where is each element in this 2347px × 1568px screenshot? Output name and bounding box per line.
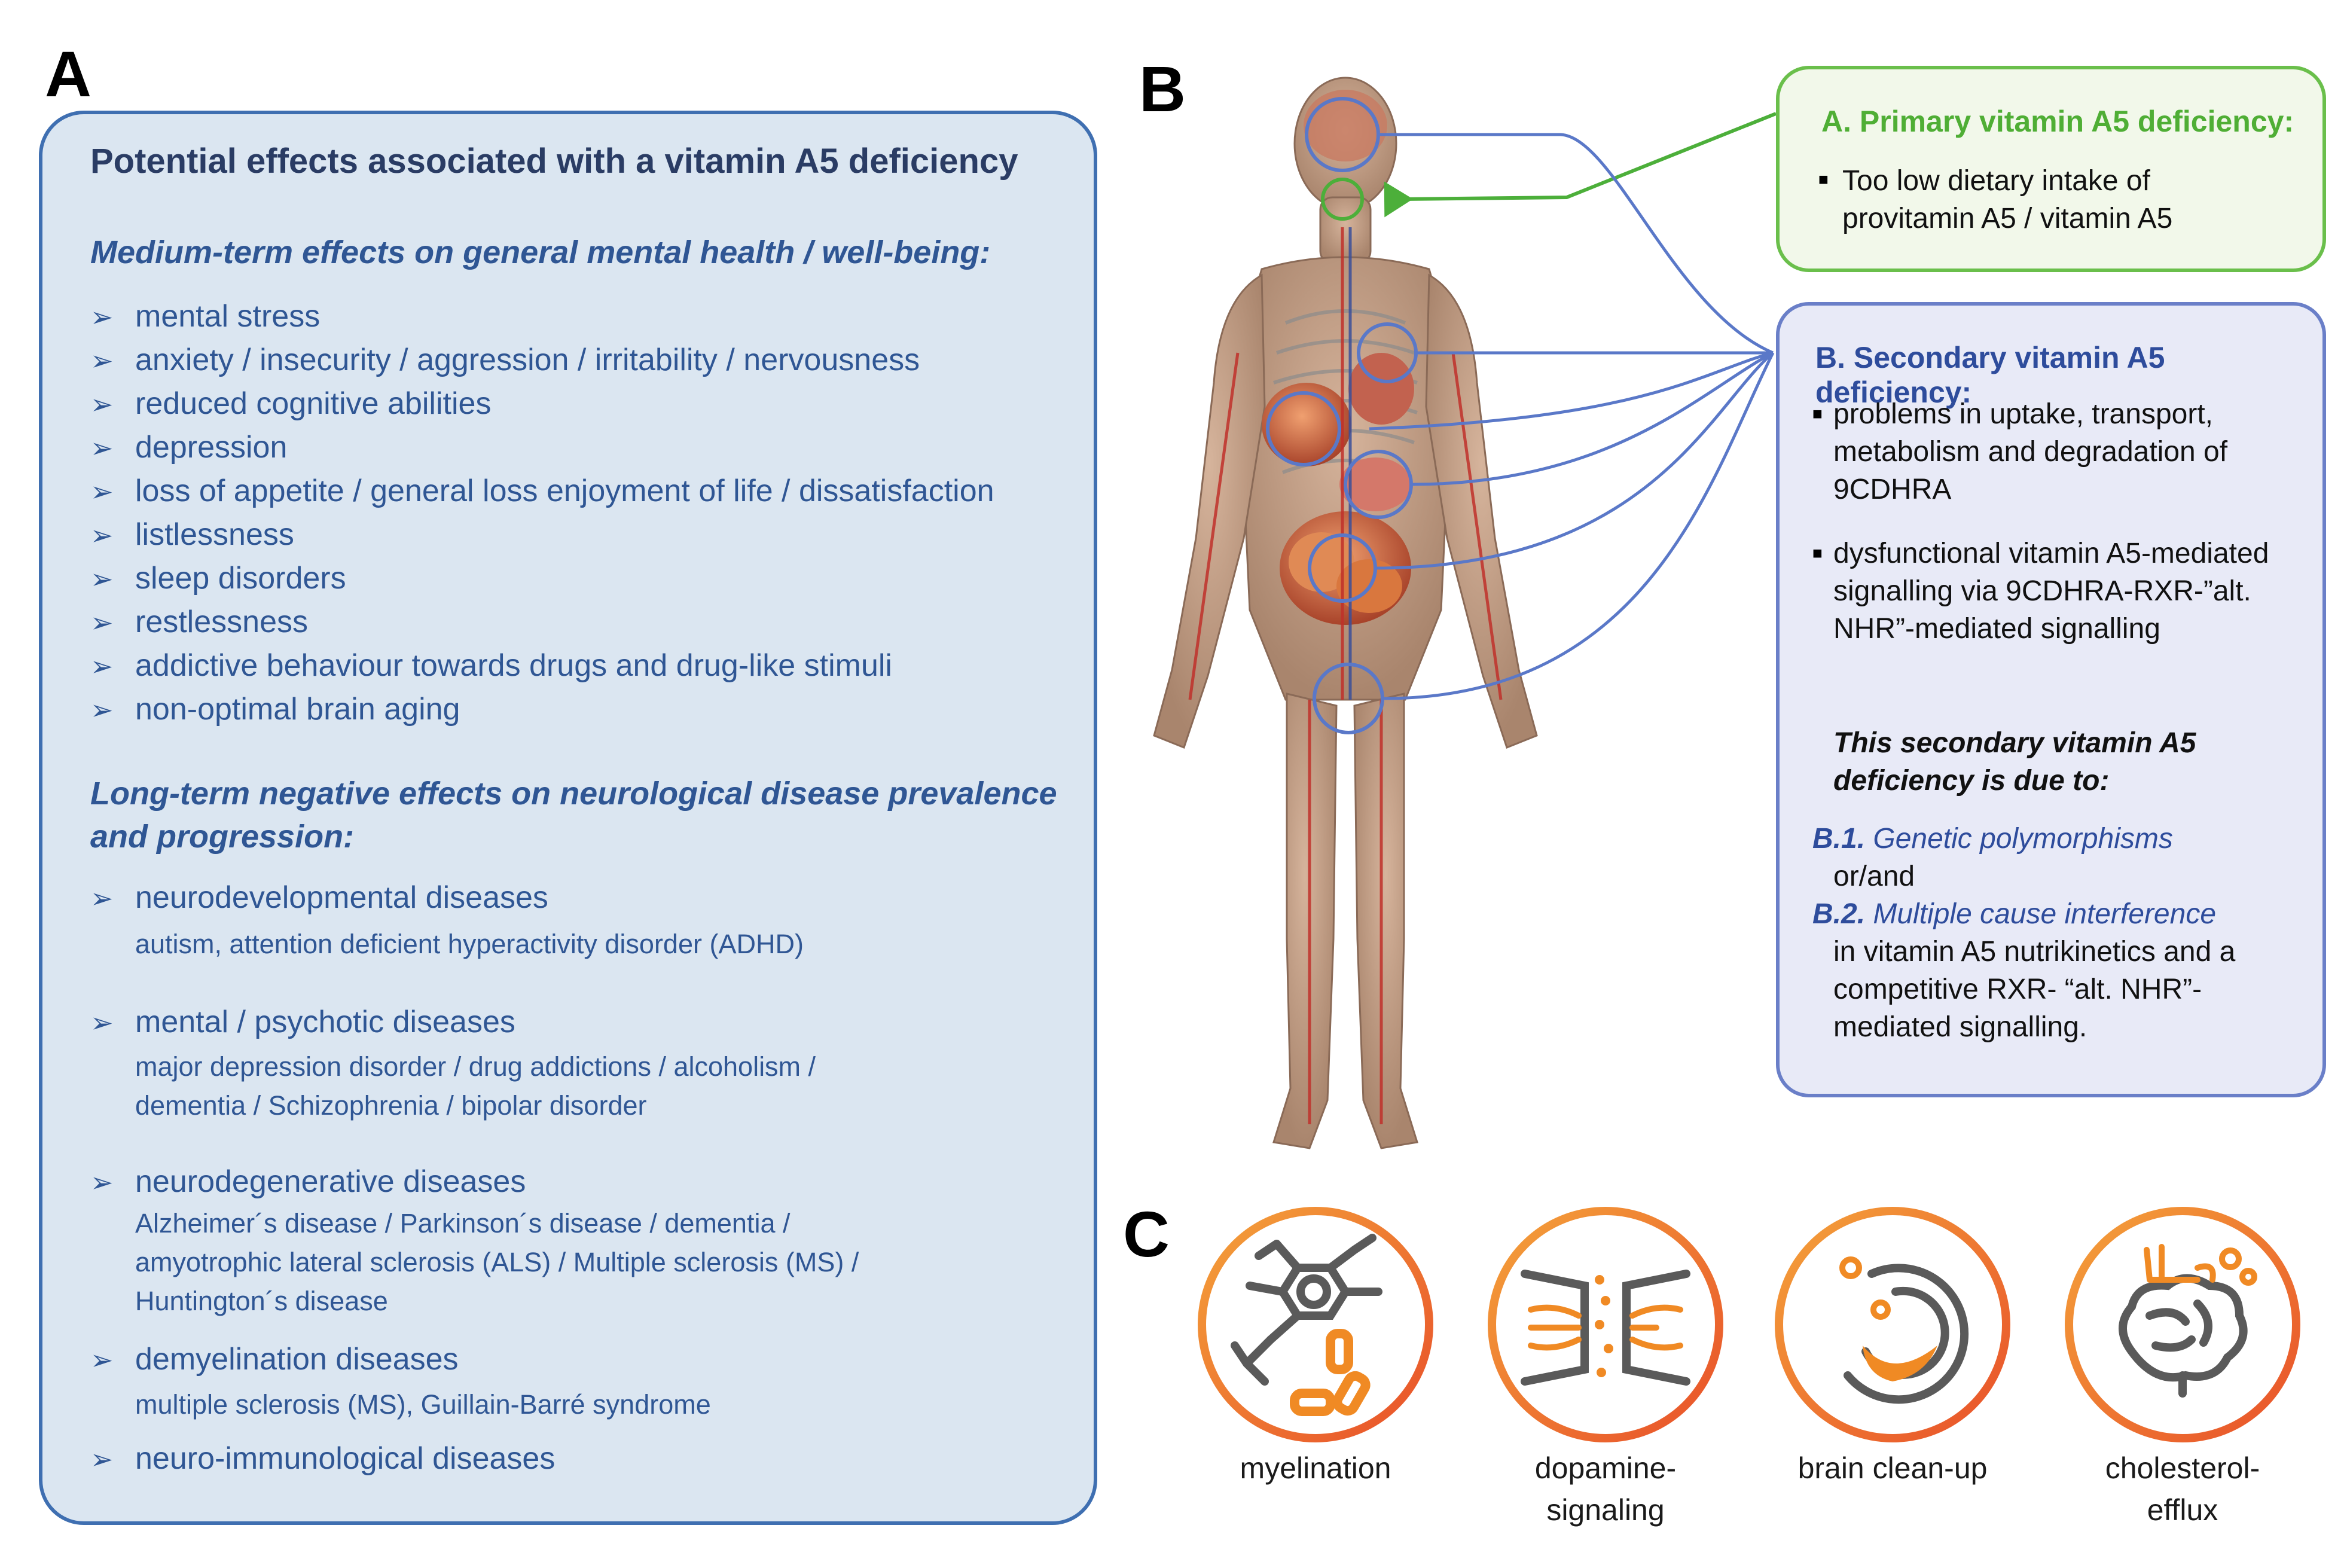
icon-label-cholesterol: cholesterol-efflux xyxy=(2105,1451,2260,1527)
arrow-bullet-icon: ➢ xyxy=(90,607,114,638)
medium-item: ➢mental stress xyxy=(90,299,321,334)
icon-label-myelination: myelination xyxy=(1240,1451,1391,1485)
secondary-item-2: dysfunctional vitamin A5-mediated signal… xyxy=(1833,538,2269,645)
arrow-bullet-icon: ➢ xyxy=(90,1344,114,1375)
human-body-illustration xyxy=(1153,77,1538,1149)
long-item-detail: major depression disorder / drug addicti… xyxy=(135,1051,816,1121)
long-item-detail: multiple sclerosis (MS), Guillain-Barré … xyxy=(135,1389,711,1420)
long-item-detail: Alzheimer´s disease / Parkinson´s diseas… xyxy=(135,1208,859,1316)
long-item-detail: autism, attention deficient hyperactivit… xyxy=(135,929,804,959)
long-item: ➢neurodegenerative diseases xyxy=(90,1164,526,1199)
arrow-bullet-icon: ➢ xyxy=(90,694,114,725)
arrow-bullet-icon: ➢ xyxy=(90,520,114,551)
secondary-deficiency-title: B. Secondary vitamin A5 deficiency: xyxy=(1815,341,2165,409)
cause-list: B.1. Genetic polymorphisms or/and B.2. M… xyxy=(1812,823,2236,1043)
panel-a-title: Potential effects associated with a vita… xyxy=(90,142,1018,181)
medium-item: ➢reduced cognitive abilities xyxy=(90,386,492,421)
primary-deficiency-item: Too low dietary intake of provitamin A5 … xyxy=(1842,165,2173,234)
primary-deficiency-box: A. Primary vitamin A5 deficiency: ■ Too … xyxy=(1776,66,2326,272)
b2-label: B.2. xyxy=(1812,898,1866,930)
square-bullet-icon: ■ xyxy=(1818,170,1829,188)
secondary-deficiency-box: B. Secondary vitamin A5 deficiency: ■ pr… xyxy=(1776,302,2326,1097)
panel-a-box: Potential effects associated with a vita… xyxy=(39,111,1097,1525)
panel-b-label: B xyxy=(1139,53,1186,125)
icon-label-dopamine: dopamine-signaling xyxy=(1534,1451,1677,1527)
blood-vessels xyxy=(1188,227,1503,1124)
square-bullet-icon: ■ xyxy=(1812,544,1823,562)
myelination-icon xyxy=(1198,1207,1433,1442)
due-to-heading: This secondary vitamin A5 deficiency is … xyxy=(1833,727,2196,797)
brain-clean-up-icon xyxy=(1775,1207,2010,1442)
medium-item: ➢depression xyxy=(90,430,288,465)
arrow-bullet-icon: ➢ xyxy=(90,1007,114,1038)
arrow-bullet-icon: ➢ xyxy=(90,432,114,463)
organs xyxy=(1262,353,1414,625)
long-term-heading: Long-term negative effects on neurologic… xyxy=(90,776,1057,855)
medium-item: ➢non-optimal brain aging xyxy=(90,692,460,727)
square-bullet-icon: ■ xyxy=(1812,404,1823,423)
arrow-bullet-icon: ➢ xyxy=(90,883,114,914)
arrow-bullet-icon: ➢ xyxy=(90,345,114,376)
arrow-bullet-icon: ➢ xyxy=(90,389,114,420)
b1-label: B.1. xyxy=(1812,823,1866,855)
primary-deficiency-title: A. Primary vitamin A5 deficiency: xyxy=(1821,105,2294,138)
medium-term-heading: Medium-term effects on general mental he… xyxy=(90,234,991,270)
medium-item: ➢anxiety / insecurity / aggression / irr… xyxy=(90,343,920,377)
arrow-bullet-icon: ➢ xyxy=(90,476,114,507)
long-item: ➢mental / psychotic diseases xyxy=(90,1005,515,1039)
medium-item: ➢loss of appetite / general loss enjoyme… xyxy=(90,474,994,508)
long-item: ➢neuro-immunological diseases xyxy=(90,1441,556,1476)
b2-text: Multiple cause interference xyxy=(1873,898,2217,930)
arrow-bullet-icon: ➢ xyxy=(90,1444,114,1475)
medium-item: ➢sleep disorders xyxy=(90,561,346,596)
arrow-bullet-icon: ➢ xyxy=(90,1167,114,1198)
panel-c-label: C xyxy=(1123,1198,1170,1270)
medium-item: ➢restlessness xyxy=(90,605,308,639)
medium-item: ➢listlessness xyxy=(90,517,294,552)
or-text: or/and xyxy=(1833,861,1915,892)
dopamine-signaling-icon xyxy=(1488,1207,1723,1442)
secondary-item-1: problems in uptake, transport, metabolis… xyxy=(1833,398,2228,505)
arrow-bullet-icon: ➢ xyxy=(90,563,114,594)
b1-text: Genetic polymorphisms xyxy=(1873,823,2173,855)
panel-a-label: A xyxy=(45,38,91,110)
arrow-bullet-icon: ➢ xyxy=(90,651,114,682)
arrow-bullet-icon: ➢ xyxy=(90,301,114,332)
long-item: ➢demyelination diseases xyxy=(90,1342,459,1377)
cholesterol-efflux-icon xyxy=(2065,1207,2300,1442)
icon-label-brain-clean-up: brain clean-up xyxy=(1797,1451,1988,1485)
long-item: ➢neurodevelopmental diseases xyxy=(90,880,548,915)
medium-item: ➢addictive behaviour towards drugs and d… xyxy=(90,648,892,683)
